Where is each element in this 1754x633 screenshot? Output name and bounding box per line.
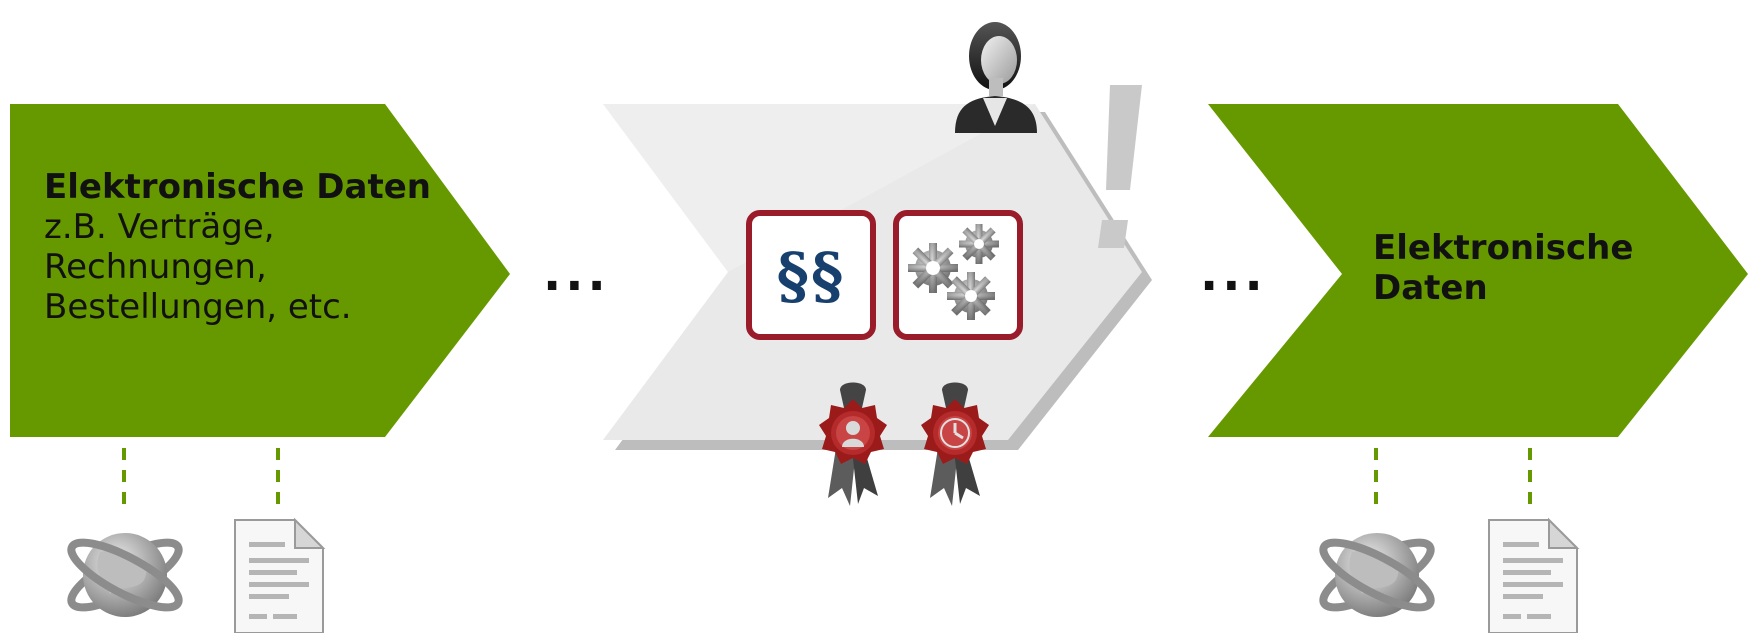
globe-icon xyxy=(1312,522,1442,628)
document-icon xyxy=(233,518,325,633)
document-icon xyxy=(1487,518,1579,633)
globe-icon xyxy=(60,522,190,628)
